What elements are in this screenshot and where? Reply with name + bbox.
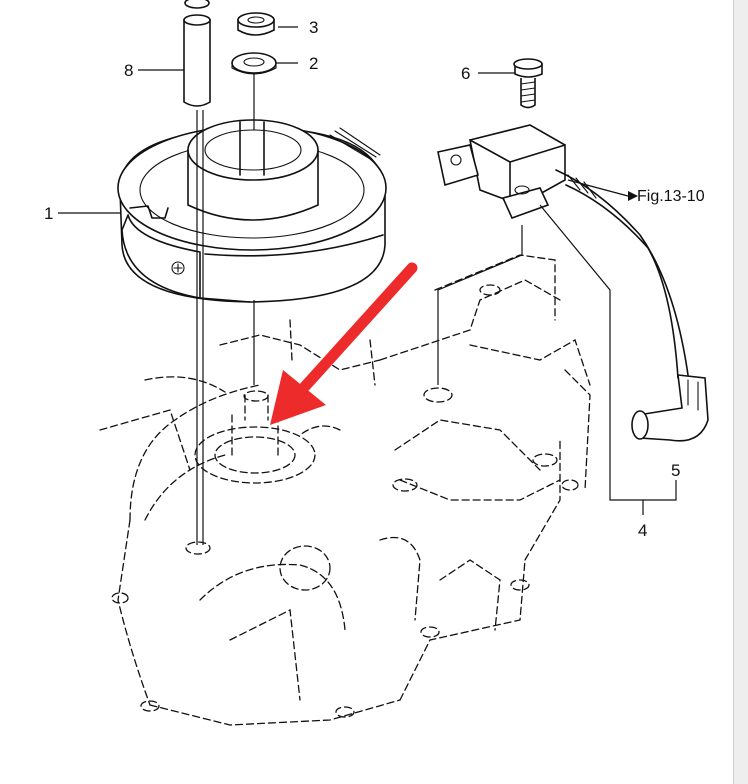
window-edge: [733, 0, 748, 784]
callout-6: 6: [461, 64, 471, 83]
figure-reference: Fig.13-10: [637, 188, 705, 205]
part-6-bolt: [513, 58, 543, 109]
callout-3: 3: [309, 18, 319, 37]
part-1-flywheel: [117, 119, 387, 303]
leader-lines: [58, 26, 677, 545]
part-4-ignition-coil: [437, 124, 709, 442]
callout-2: 2: [309, 54, 319, 73]
part-2-washer: [231, 52, 277, 75]
callout-1: 1: [44, 204, 54, 223]
callout-4: 4: [638, 521, 648, 540]
part-8-pin: [183, 0, 211, 107]
callout-5: 5: [671, 461, 681, 480]
red-arrow-indicator: [270, 262, 418, 425]
part-3-nut: [237, 12, 275, 36]
part-5-plug-cap: [631, 374, 709, 442]
engine-block-phantom: [99, 254, 591, 726]
callout-8: 8: [124, 61, 134, 80]
